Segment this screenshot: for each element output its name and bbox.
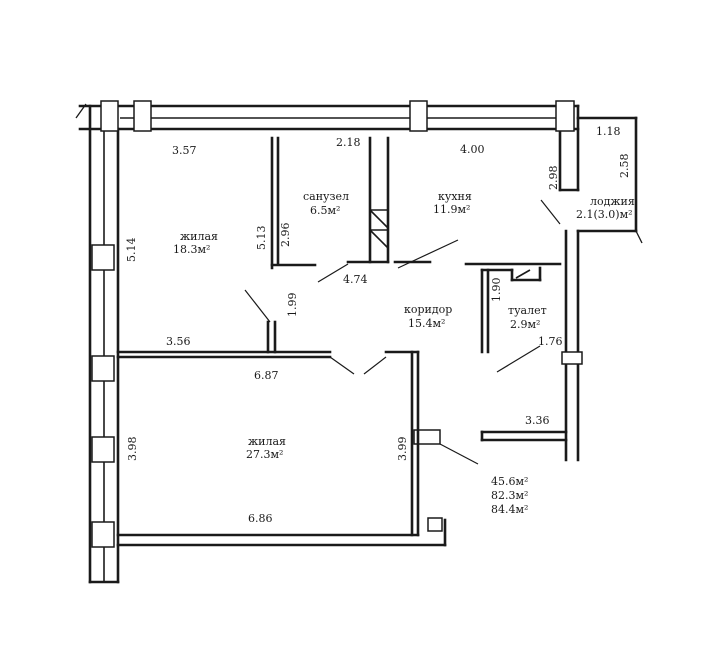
doors: [244, 199, 561, 465]
total-area-with-loggia: 84.4м²: [491, 503, 528, 516]
window-pier: [409, 100, 428, 132]
area-totals: 45.6м² 82.3м² 84.4м²: [491, 475, 528, 516]
dim-label: 6.86: [248, 512, 273, 525]
dim-label: 3.98: [126, 437, 139, 462]
dim-label: 3.36: [525, 414, 550, 427]
dim-label: 1.76: [538, 335, 563, 348]
dim-label: 5.14: [125, 238, 138, 263]
window-pier: [91, 244, 115, 271]
column: [413, 429, 441, 445]
dim-label: 3.56: [166, 335, 191, 348]
window-pier: [555, 100, 575, 132]
room-area-toilet: 2.9м²: [510, 318, 540, 331]
dim-label: 1.90: [490, 278, 503, 303]
dim-label: 5.13: [255, 226, 268, 251]
dim-label: 2.18: [336, 136, 361, 149]
column: [427, 517, 443, 532]
room-area-loggia: 2.1(3.0)м²: [576, 208, 633, 221]
window-pier: [91, 436, 115, 463]
room-name-toilet: туалет: [508, 304, 547, 317]
room-area-corridor: 15.4м²: [408, 317, 445, 330]
room-area-bathroom: 6.5м²: [310, 204, 340, 217]
dim-label: 4.00: [460, 143, 485, 156]
room-name-living2: жилая: [248, 435, 286, 448]
window-pier: [561, 351, 583, 365]
room-labels: жилая 18.3м² санузел 6.5м² кухня 11.9м² …: [173, 190, 635, 461]
window-pier: [133, 100, 152, 132]
dim-label: 1.18: [596, 125, 621, 138]
exterior-walls: [75, 103, 643, 584]
total-living-area: 45.6м²: [491, 475, 528, 488]
window-piers: [91, 100, 583, 548]
room-name-kitchen: кухня: [438, 190, 472, 203]
dim-label: 2.58: [618, 154, 631, 179]
dim-label: 2.96: [279, 223, 292, 248]
dim-label: 2.98: [547, 166, 560, 191]
room-name-bathroom: санузел: [303, 190, 349, 203]
window-pier: [91, 521, 115, 548]
total-area: 82.3м²: [491, 489, 528, 502]
dimension-labels: 3.57 2.18 4.00 1.18 2.98 2.58 5.14 5.13 …: [125, 125, 631, 525]
room-name-corridor: коридор: [404, 303, 452, 316]
room-name-living1: жилая: [180, 230, 218, 243]
dim-label: 3.57: [172, 144, 197, 157]
room-area-kitchen: 11.9м²: [433, 203, 470, 216]
window-pier: [100, 100, 119, 132]
interior-walls: [116, 136, 580, 537]
room-area-living1: 18.3м²: [173, 243, 210, 256]
window-pier: [91, 355, 115, 382]
dim-label: 6.87: [254, 369, 279, 382]
room-name-loggia: лоджия: [590, 195, 635, 208]
room-area-living2: 27.3м²: [246, 448, 283, 461]
dim-label: 3.99: [396, 437, 409, 462]
dim-label: 4.74: [343, 273, 368, 286]
dim-label: 1.99: [286, 293, 299, 318]
